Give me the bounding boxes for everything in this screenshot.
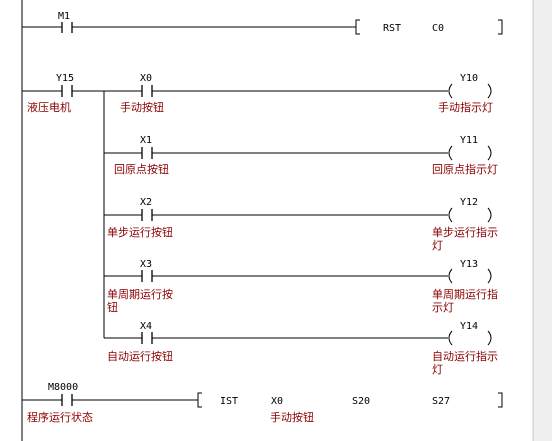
coil-right-icon (487, 207, 492, 223)
coil-address: Y13 (460, 259, 478, 270)
contact-comment: 程序运行状态 (27, 410, 93, 424)
contact-comment: 回原点按钮 (114, 162, 169, 176)
branch-0[interactable]: X0 手动按钮 Y10 手动指示灯 (120, 73, 493, 114)
coil-comment-line: 单步运行指示 (432, 225, 498, 239)
coil-left-icon[interactable] (448, 330, 453, 346)
coil-comment-line: 示灯 (432, 301, 454, 314)
branch-3[interactable]: X3 单周期运行按 钮 Y13 单周期运行指 示灯 (104, 259, 498, 314)
instruction-bracket-open-icon (355, 19, 360, 35)
coil-right-icon (487, 268, 492, 284)
coil-address: Y10 (460, 73, 478, 84)
instruction-bracket-close-icon (498, 19, 503, 35)
coil-comment-line: 灯 (432, 363, 443, 376)
instruction-arg-comment: 手动按钮 (270, 410, 314, 424)
coil-left-icon[interactable] (448, 268, 453, 284)
coil-right-icon (487, 83, 492, 99)
coil-address: Y11 (460, 135, 478, 146)
instruction-bracket-close-icon (498, 392, 503, 408)
coil-right-icon (487, 330, 492, 346)
coil-left-icon[interactable] (448, 207, 453, 223)
coil-address: Y12 (460, 197, 478, 208)
contact-address: X1 (140, 135, 152, 146)
contact-address: X2 (140, 197, 152, 208)
vertical-scrollbar[interactable] (533, 0, 552, 441)
contact-address: Y15 (56, 73, 74, 84)
rung-2[interactable]: Y15 液压电机 X0 手动按钮 Y10 手动指示灯 X1 回原点按钮 (22, 73, 498, 376)
coil-comment-line: 自动运行指示 (432, 349, 498, 363)
coil-comment: 回原点指示灯 (432, 162, 498, 176)
contact-comment: 自动运行按钮 (107, 349, 173, 363)
coil-comment: 手动指示灯 (438, 100, 493, 114)
coil-comment-line: 单周期运行指 (432, 287, 498, 301)
instruction-arg: S20 (352, 396, 370, 407)
branch-4[interactable]: X4 自动运行按钮 Y14 自动运行指示 灯 (104, 321, 498, 376)
coil-comment-line: 灯 (432, 239, 443, 252)
instruction-op: RST (383, 23, 401, 34)
contact-comment: 液压电机 (27, 100, 71, 114)
coil-address: Y14 (460, 321, 478, 332)
branch-1[interactable]: X1 回原点按钮 Y11 回原点指示灯 (104, 135, 498, 176)
coil-left-icon[interactable] (448, 145, 453, 161)
instruction-arg: C0 (432, 23, 444, 34)
contact-address: X0 (140, 73, 152, 84)
instruction-arg: S27 (432, 396, 450, 407)
contact-address: X4 (140, 321, 152, 332)
instruction-bracket-open-icon (197, 392, 202, 408)
contact-comment-line: 钮 (107, 300, 118, 314)
rung-1[interactable]: M1 RST C0 (22, 11, 503, 35)
coil-right-icon (487, 145, 492, 161)
contact-comment: 单步运行按钮 (107, 225, 173, 239)
contact-comment: 手动按钮 (120, 100, 164, 114)
contact-address: X3 (140, 259, 152, 270)
contact-address: M8000 (48, 382, 78, 393)
contact-comment-line: 单周期运行按 (107, 287, 173, 301)
instruction-arg: X0 (271, 396, 283, 407)
instruction-op: IST (220, 396, 238, 407)
contact-address: M1 (58, 11, 70, 22)
coil-left-icon[interactable] (448, 83, 453, 99)
branch-2[interactable]: X2 单步运行按钮 Y12 单步运行指示 灯 (104, 197, 498, 252)
rung-3[interactable]: M8000 程序运行状态 IST X0 S20 S27 手动按钮 (22, 382, 503, 424)
